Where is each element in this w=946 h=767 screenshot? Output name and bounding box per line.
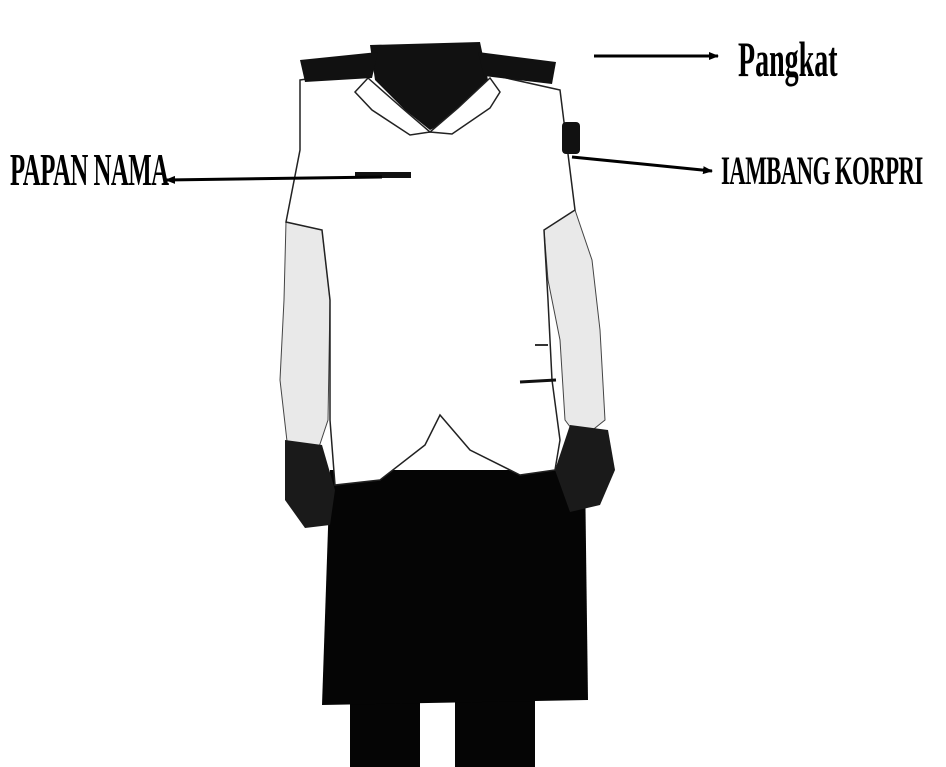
legs: [350, 700, 535, 767]
lambang-korpri-label: IAMBANG KORPRI: [721, 151, 923, 191]
papan-nama-label: PAPAN NAMA: [10, 147, 169, 193]
arrow-lambang-korpri: [572, 157, 712, 171]
left-hand: [285, 440, 335, 528]
shirt-seam-mark: [520, 380, 556, 382]
pangkat-label: Pangkat: [738, 34, 838, 84]
korpri-badge: [562, 122, 580, 154]
left-shoulder-board: [300, 52, 378, 82]
skirt: [322, 470, 588, 705]
left-arm: [280, 222, 330, 450]
shirt: [286, 68, 575, 485]
